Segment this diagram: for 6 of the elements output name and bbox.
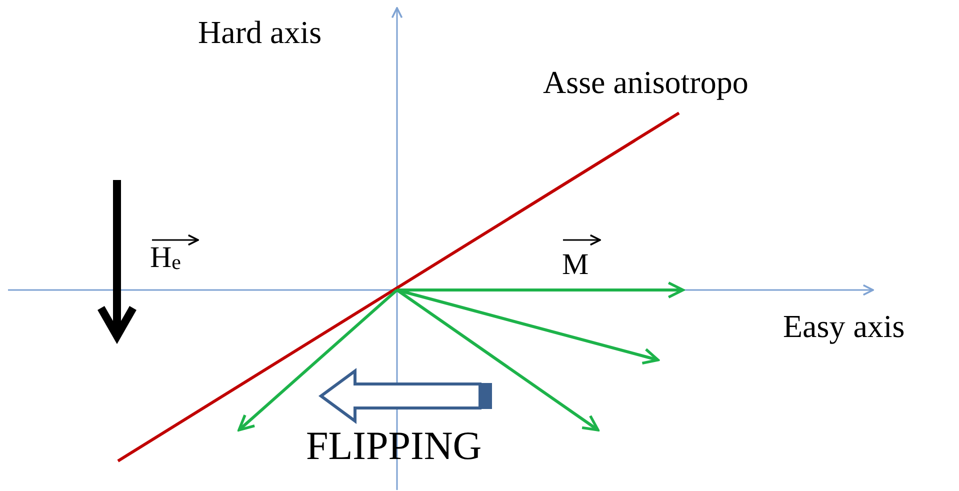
axis-label: Asse anisotropo	[543, 66, 748, 98]
axis-label: Easy axis	[783, 310, 905, 342]
axis-label: M	[562, 250, 589, 280]
axis-label: Hard axis	[198, 16, 322, 48]
axis-label: FLIPPING	[306, 426, 482, 466]
axis-label: H$_{e}$	[150, 243, 181, 274]
